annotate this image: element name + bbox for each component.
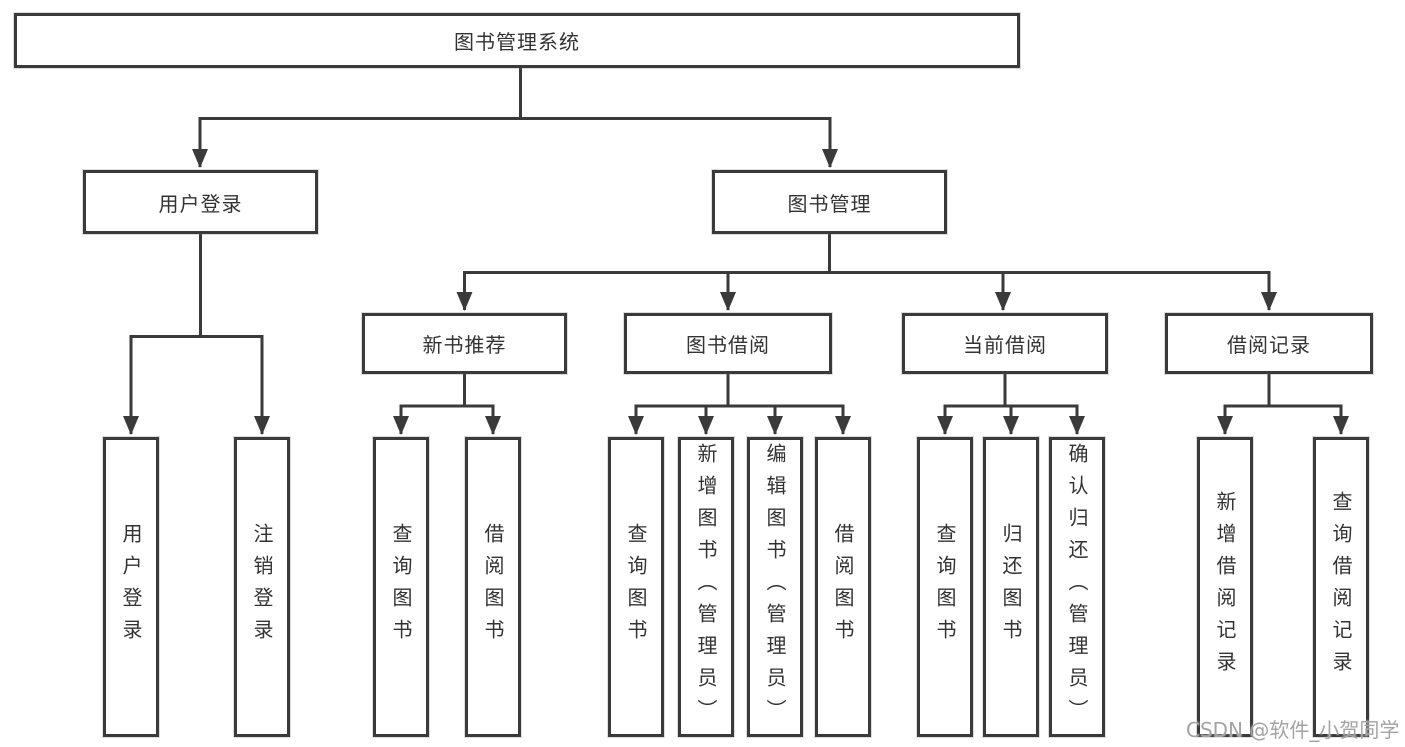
node-label: 新增图书（管理员） bbox=[694, 443, 718, 731]
node-label: 图书管理 bbox=[787, 191, 872, 216]
leaf-confirm-return-admin: 确认归还（管理员） bbox=[1049, 437, 1105, 737]
node-label: 用户登录 bbox=[119, 523, 143, 651]
node-label: 借阅记录 bbox=[1227, 333, 1311, 357]
node-user-login: 用户登录 bbox=[83, 170, 318, 234]
node-label: 借阅图书 bbox=[481, 523, 505, 651]
node-label: 编辑图书（管理员） bbox=[763, 443, 787, 731]
csdn-watermark: CSDN @软件_小贺同学 bbox=[1186, 718, 1400, 742]
node-current-borrow: 当前借阅 bbox=[902, 313, 1108, 374]
leaf-borrow-books: 借阅图书 bbox=[815, 437, 871, 737]
node-label: 图书借阅 bbox=[686, 333, 770, 357]
leaf-logout: 注销登录 bbox=[234, 437, 290, 737]
leaf-query-books-recommend: 查询图书 bbox=[373, 437, 429, 737]
leaf-add-books-admin: 新增图书（管理员） bbox=[678, 437, 734, 737]
leaf-borrow-books-recommend: 借阅图书 bbox=[465, 437, 521, 737]
leaf-query-books-borrow: 查询图书 bbox=[608, 437, 664, 737]
leaf-edit-books-admin: 编辑图书（管理员） bbox=[747, 437, 803, 737]
node-label: 查询图书 bbox=[933, 523, 957, 651]
node-label: 查询图书 bbox=[389, 523, 413, 651]
node-library-management-system: 图书管理系统 bbox=[14, 13, 1020, 68]
node-label: 注销登录 bbox=[250, 523, 274, 651]
leaf-query-borrow-record: 查询借阅记录 bbox=[1313, 437, 1369, 737]
leaf-return-books: 归还图书 bbox=[983, 437, 1039, 737]
node-label: 图书管理系统 bbox=[454, 30, 580, 54]
leaf-user-login: 用户登录 bbox=[103, 437, 159, 737]
node-new-book-recommend: 新书推荐 bbox=[362, 313, 567, 374]
node-book-management: 图书管理 bbox=[712, 170, 947, 234]
node-label: 查询借阅记录 bbox=[1329, 491, 1353, 683]
node-borrow-records: 借阅记录 bbox=[1165, 313, 1373, 374]
node-label: 用户登录 bbox=[158, 191, 243, 216]
node-label: 新书推荐 bbox=[422, 333, 507, 357]
node-label: 归还图书 bbox=[999, 523, 1023, 651]
node-label: 借阅图书 bbox=[831, 523, 855, 651]
leaf-add-borrow-record: 新增借阅记录 bbox=[1197, 437, 1253, 737]
leaf-query-books-current: 查询图书 bbox=[917, 437, 973, 737]
node-label: 确认归还（管理员） bbox=[1065, 443, 1089, 731]
node-book-borrow: 图书借阅 bbox=[624, 313, 832, 374]
node-label: 新增借阅记录 bbox=[1213, 491, 1237, 683]
node-label: 查询图书 bbox=[624, 523, 648, 651]
node-label: 当前借阅 bbox=[963, 333, 1047, 357]
